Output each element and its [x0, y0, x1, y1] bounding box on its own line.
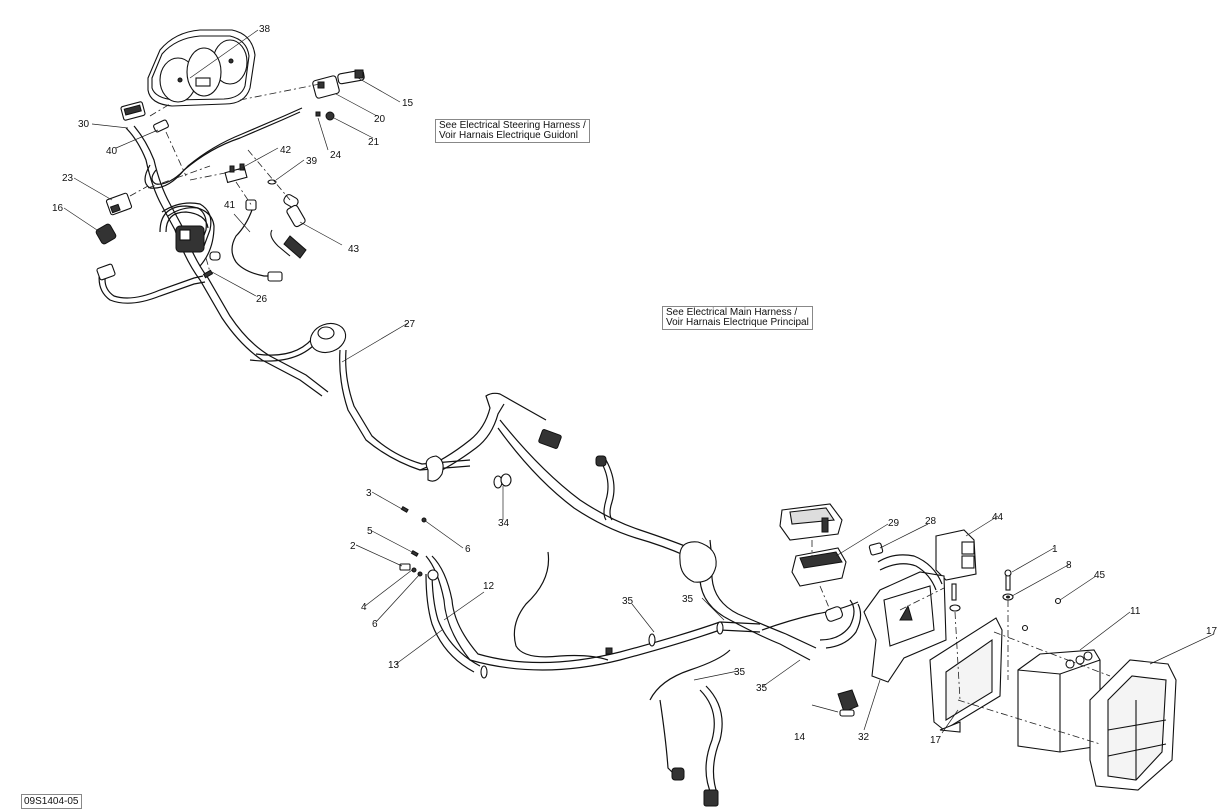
callout-12[interactable]: 12	[483, 581, 495, 592]
connector-16[interactable]	[95, 223, 117, 245]
battery-cables	[425, 551, 761, 797]
callout-43[interactable]: 43	[348, 244, 360, 255]
callout-8[interactable]: 8	[1066, 560, 1072, 571]
callout-39[interactable]: 39	[306, 156, 318, 167]
callout-27[interactable]: 27	[404, 319, 416, 330]
fuse-box-29[interactable]	[791, 547, 847, 587]
callout-16[interactable]: 16	[52, 203, 64, 214]
gauge-cluster[interactable]	[147, 29, 256, 107]
grommet	[309, 322, 347, 354]
control-module-44[interactable]	[935, 529, 977, 581]
switch-20[interactable]	[312, 75, 340, 99]
connector-left[interactable]	[96, 263, 116, 281]
harness-junction-ring	[679, 541, 717, 583]
callout-17b[interactable]: 17	[930, 735, 942, 746]
ignition-housing	[159, 205, 221, 267]
callout-35b[interactable]: 35	[682, 594, 694, 605]
callout-29[interactable]: 29	[888, 518, 900, 529]
callout-17a[interactable]: 17	[1206, 626, 1218, 637]
callout-3[interactable]: 3	[366, 488, 372, 499]
callout-26[interactable]: 26	[256, 294, 268, 305]
support-bracket-32[interactable]	[863, 571, 947, 683]
fastener-24[interactable]	[315, 111, 321, 117]
callout-13[interactable]: 13	[388, 660, 400, 671]
callout-32[interactable]: 32	[858, 732, 870, 743]
steering-harness-upper	[98, 107, 471, 471]
callout-23[interactable]: 23	[62, 173, 74, 184]
note-steering-line1: See Electrical Steering Harness /	[439, 120, 586, 131]
callout-14[interactable]: 14	[794, 732, 806, 743]
battery-support-17a[interactable]	[929, 617, 1003, 733]
clip-40[interactable]	[153, 119, 169, 133]
bolt-1[interactable]	[1004, 569, 1012, 591]
connector-cap-mid[interactable]	[595, 455, 607, 467]
note-steering-line2: Voir Harnais Electrique Guidonl	[439, 130, 578, 141]
bolt-mid[interactable]	[949, 583, 961, 612]
note-main-line1: See Electrical Main Harness /	[666, 307, 798, 318]
assembly-lines	[129, 83, 1111, 745]
callout-11[interactable]: 11	[1130, 606, 1141, 617]
callout-35a[interactable]: 35	[622, 596, 634, 607]
callout-6b[interactable]: 6	[372, 619, 378, 630]
callout-20[interactable]: 20	[374, 114, 386, 125]
connector-bottom-2[interactable]	[703, 789, 719, 807]
callout-28[interactable]: 28	[925, 516, 937, 527]
callout-42[interactable]: 42	[280, 145, 292, 156]
callout-34[interactable]: 34	[498, 518, 510, 529]
clamp-a	[427, 569, 439, 581]
note-main-line2: Voir Harnais Electrique Principal	[666, 317, 809, 328]
switch-connector-15[interactable]	[337, 69, 365, 85]
connector-30[interactable]	[120, 101, 146, 121]
callout-15[interactable]: 15	[402, 98, 414, 109]
battery-support-17b[interactable]	[1089, 659, 1177, 791]
leader-lines	[63, 29, 1215, 734]
connector-mid[interactable]	[538, 429, 562, 449]
tether-cord-43[interactable]	[270, 193, 307, 259]
tie-clamp-34[interactable]	[493, 473, 512, 489]
fuse-box-cover[interactable]	[779, 503, 843, 541]
callout-35d[interactable]: 35	[756, 683, 768, 694]
callout-44[interactable]: 44	[992, 512, 1004, 523]
callout-41[interactable]: 41	[224, 200, 236, 211]
right-harness	[761, 554, 943, 631]
callout-2[interactable]: 2	[350, 541, 356, 552]
callout-5[interactable]: 5	[367, 526, 373, 537]
adapter-cable-41[interactable]	[231, 199, 283, 282]
cable-ties[interactable]	[480, 621, 724, 679]
callout-38[interactable]: 38	[259, 24, 271, 35]
drawing-id-label: 09S1404-05	[21, 794, 82, 809]
fasteners-small[interactable]	[399, 505, 427, 577]
callout-6a[interactable]: 6	[465, 544, 471, 555]
connector-cap-28[interactable]	[868, 542, 884, 556]
callout-labels: 38 15 20 21 24 30 40 42 39 23 16 41 43 2…	[52, 24, 1218, 746]
callout-35c[interactable]: 35	[734, 667, 746, 678]
connector-bottom-1[interactable]	[671, 767, 685, 781]
switch-module-23[interactable]	[105, 192, 133, 216]
screw-26[interactable]	[202, 269, 214, 279]
battery-11[interactable]	[1017, 649, 1101, 753]
note-main-harness: See Electrical Main Harness / Voir Harna…	[662, 306, 813, 330]
washer-8[interactable]	[1002, 593, 1014, 601]
callout-4[interactable]: 4	[361, 602, 367, 613]
callout-24[interactable]: 24	[330, 150, 342, 161]
callout-45[interactable]: 45	[1094, 570, 1106, 581]
nut-45[interactable]	[1054, 597, 1062, 605]
nut-21[interactable]	[325, 111, 335, 121]
harness-loop	[425, 455, 444, 482]
callout-1[interactable]: 1	[1052, 544, 1058, 555]
callout-21[interactable]: 21	[368, 137, 380, 148]
callout-30[interactable]: 30	[78, 119, 90, 130]
callout-40[interactable]: 40	[106, 146, 118, 157]
relay-14[interactable]	[837, 689, 859, 717]
relay-bracket-42[interactable]	[224, 163, 248, 184]
nut-small[interactable]	[1021, 624, 1029, 632]
note-steering-harness: See Electrical Steering Harness / Voir H…	[435, 119, 590, 143]
